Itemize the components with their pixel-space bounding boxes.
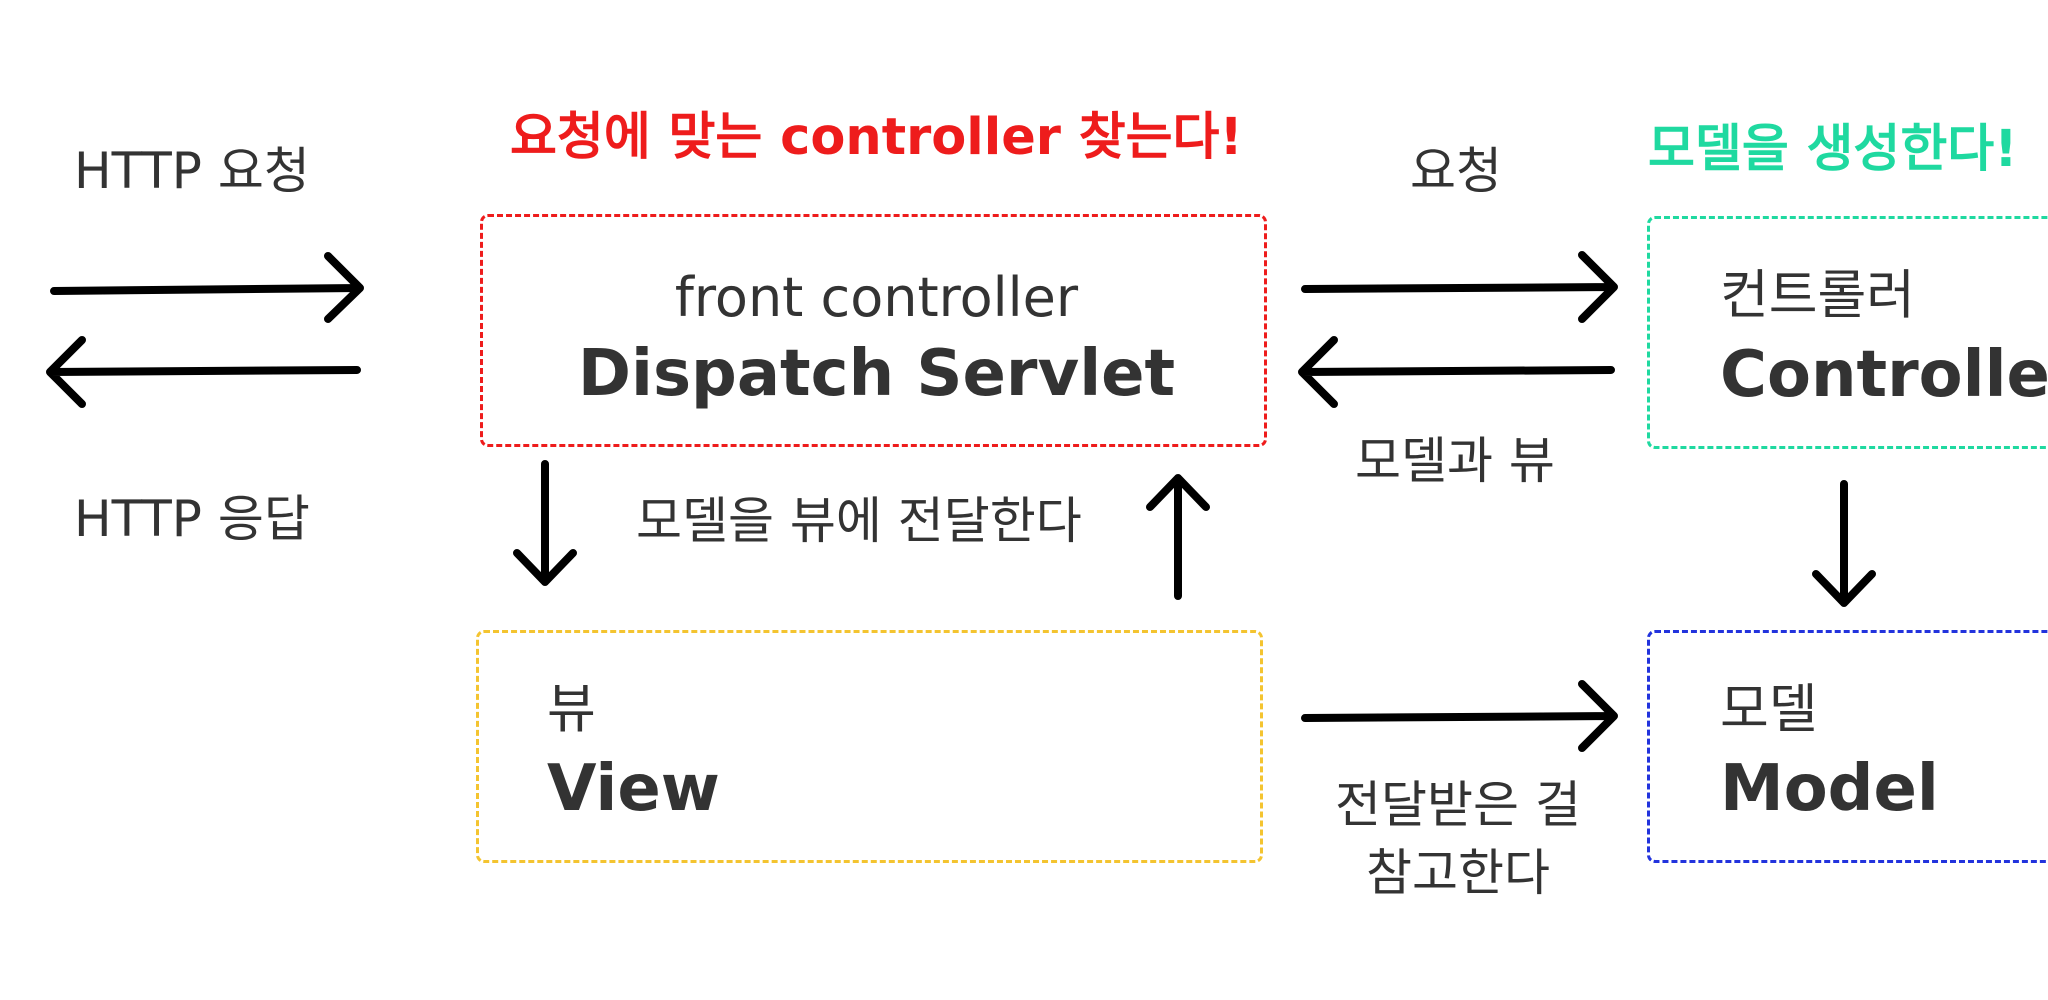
edge-label-request: 요청 [1410, 142, 1502, 200]
controller-box: 컨트롤러 Controller [1647, 216, 2048, 449]
dispatch-servlet-box: front controller Dispatch Servlet [480, 214, 1267, 447]
edge-label-model-and-view: 모델과 뷰 [1355, 432, 1555, 490]
dispatch-servlet-subtitle: front controller [674, 266, 1079, 329]
controller-title: Controller [1720, 338, 2048, 412]
model-subtitle: 모델 [1720, 679, 1818, 740]
dispatch-servlet-title: Dispatch Servlet [577, 337, 1176, 411]
http-response-label: HTTP 응답 [74, 490, 310, 548]
edge-label-refer-line2: 참고한다 [1366, 844, 1550, 902]
dispatcher-heading: 요청에 맞는 controller 찾는다! [510, 108, 1243, 167]
view-title: View [547, 752, 720, 826]
http-request-label: HTTP 요청 [74, 142, 310, 200]
view-box: 뷰 View [476, 630, 1263, 863]
view-subtitle: 뷰 [547, 679, 596, 740]
edge-label-pass-model-to-view: 모델을 뷰에 전달한다 [636, 492, 1082, 550]
controller-heading: 모델을 생성한다! [1648, 120, 2018, 179]
edge-label-refer-line1: 전달받은 걸 [1335, 776, 1581, 834]
model-box: 모델 Model [1647, 630, 2048, 863]
model-title: Model [1720, 752, 1939, 826]
controller-subtitle: 컨트롤러 [1720, 265, 1916, 326]
